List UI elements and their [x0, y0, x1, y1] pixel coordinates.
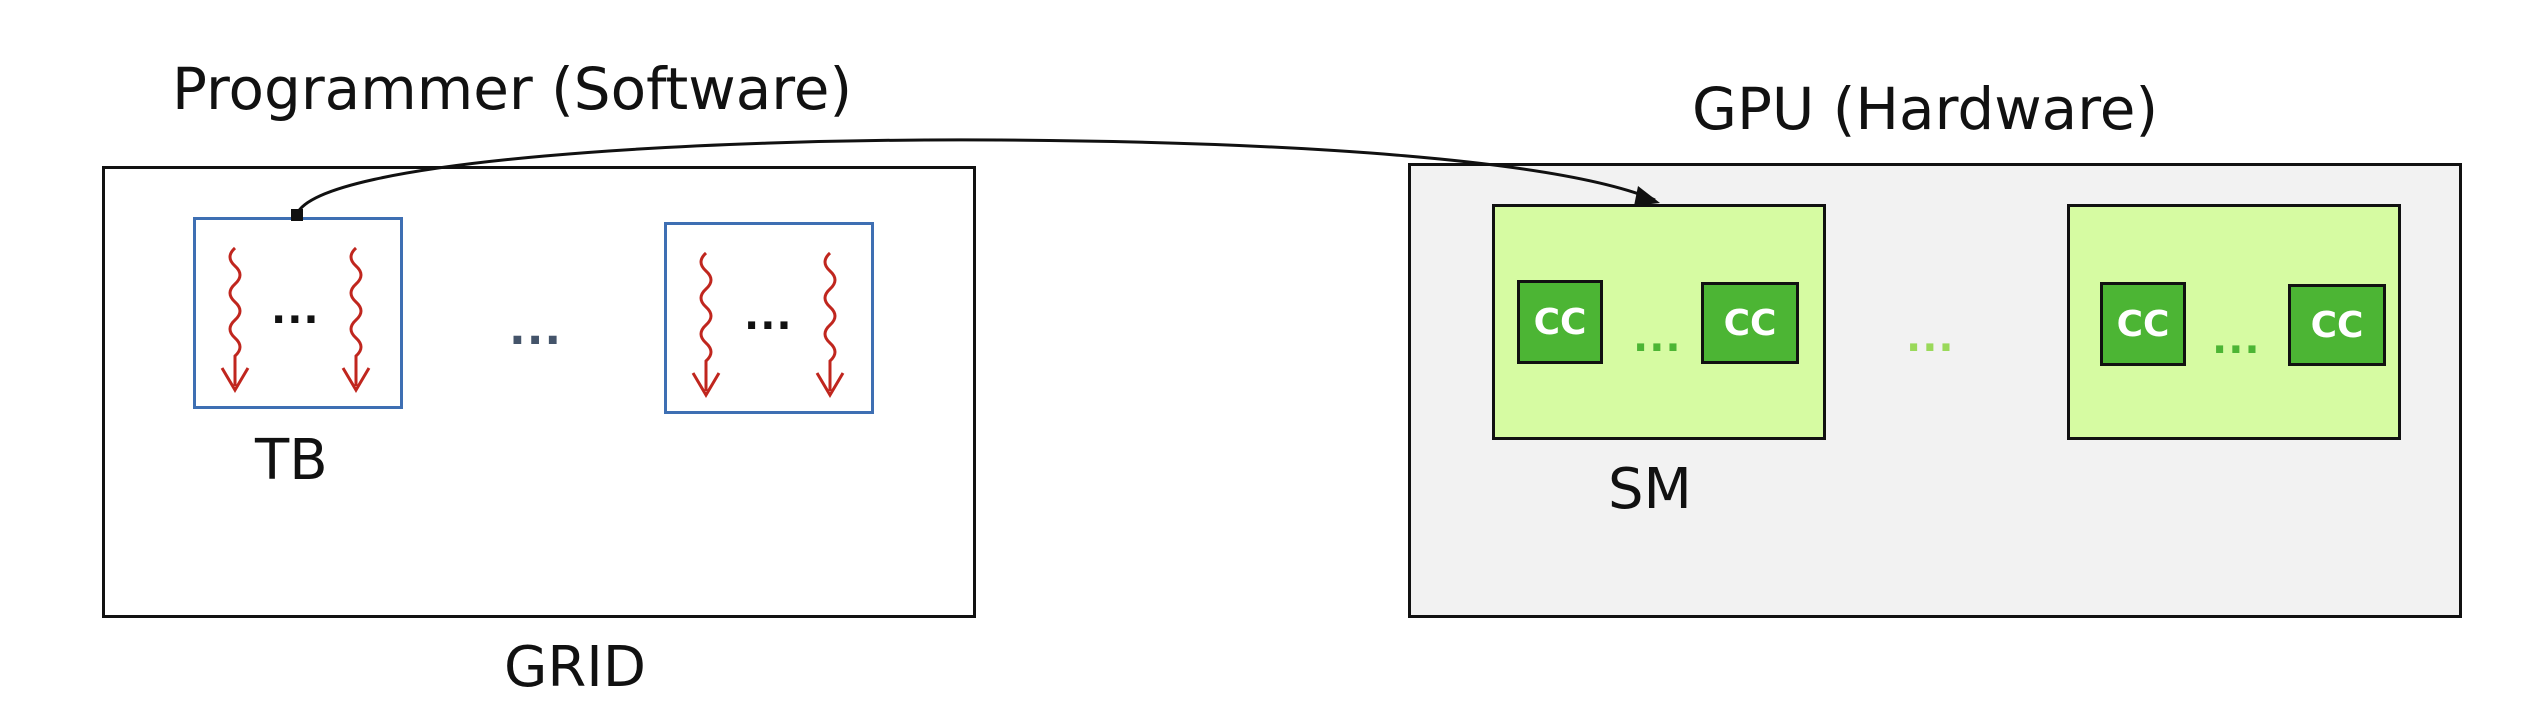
cuda-core: CC [2100, 282, 2186, 366]
thread-ellipsis: ... [271, 287, 320, 333]
arrow-start-marker [291, 209, 303, 221]
thread-ellipsis: ... [744, 293, 793, 339]
grid-label: GRID [504, 635, 646, 700]
thread-arrow-head [691, 372, 721, 398]
sm-ellipsis: ... [1906, 315, 1955, 361]
cuda-core: CC [1701, 282, 1799, 364]
tb-to-sm-arrow [295, 138, 1656, 215]
tb-label: TB [255, 428, 328, 493]
thread-arrow [228, 246, 242, 386]
thread-arrow [823, 251, 837, 391]
software-title: Programmer (Software) [172, 55, 853, 123]
arrow-head [1634, 186, 1660, 206]
sm-label: SM [1608, 457, 1692, 522]
cuda-core-ellipsis: ... [2212, 317, 2261, 363]
cuda-core: CC [2288, 284, 2386, 366]
thread-block-ellipsis: ... [509, 304, 563, 355]
thread-arrow [699, 251, 713, 391]
thread-arrow-head [220, 367, 250, 393]
hardware-title: GPU (Hardware) [1692, 75, 2159, 143]
thread-arrow [349, 246, 363, 386]
cuda-core: CC [1517, 280, 1603, 364]
thread-arrow-head [341, 367, 371, 393]
thread-arrow-head [815, 372, 845, 398]
cuda-core-ellipsis: ... [1633, 315, 1682, 361]
